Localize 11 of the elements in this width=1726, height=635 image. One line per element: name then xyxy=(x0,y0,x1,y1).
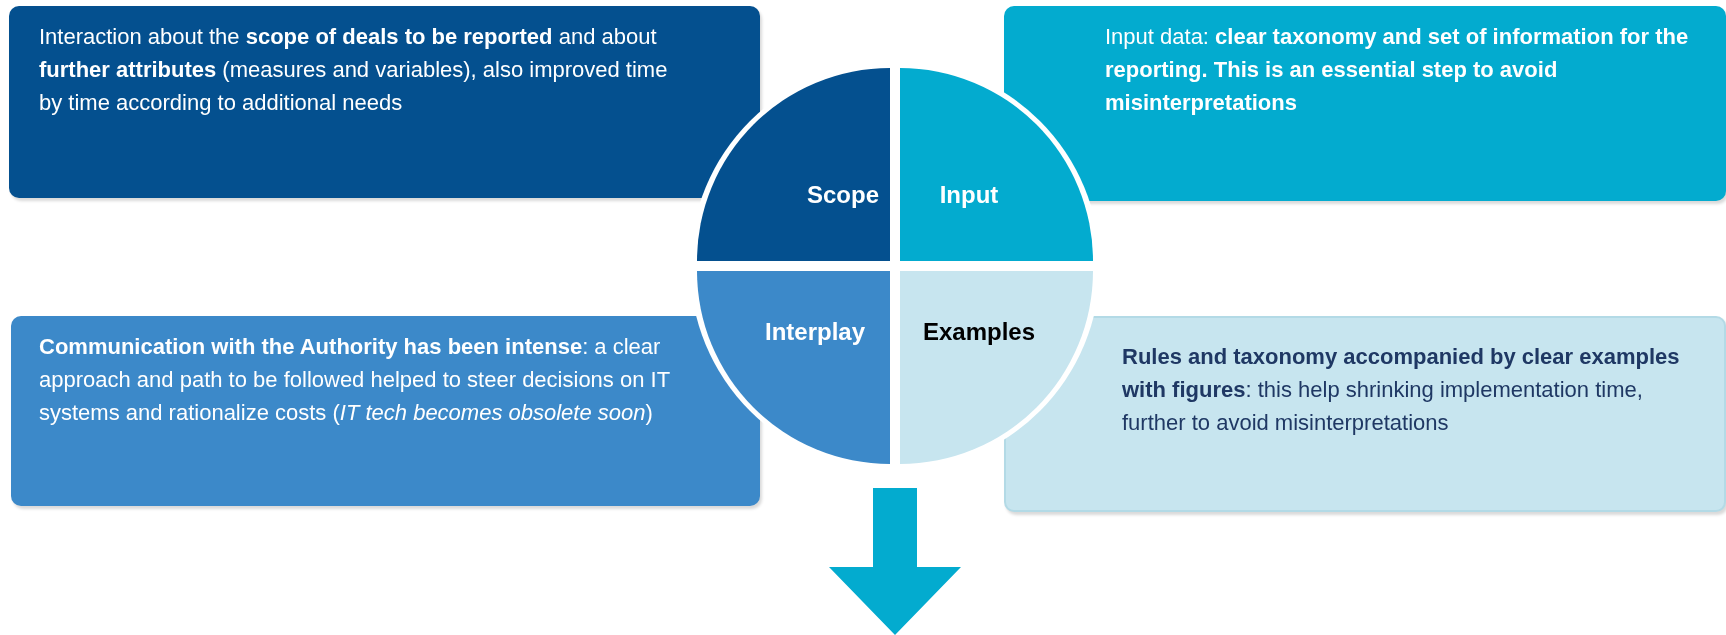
description-text: Interaction about the scope of deals to be reported and about further attributes (measures and variables), also improved time by time according to additional needs xyxy=(39,23,669,117)
description-text: Communication with the Authority has been intense: a clear approach and path to be followed helped to steer decisions on IT systems and rationalize costs (IT tech becomes obsolete soon) xyxy=(39,333,671,427)
interplay-description-card xyxy=(11,316,760,506)
quadrant-label: Input xyxy=(939,181,999,209)
scope-description-card xyxy=(9,6,760,198)
quadrant-label: Scope xyxy=(807,181,879,209)
description-text: Input data: clear taxonomy and set of information for the reporting. This is an essential step to avoid misinterpretations xyxy=(1105,23,1690,117)
quadrant-label: Interplay xyxy=(765,318,865,346)
quadrant-label: Examples xyxy=(922,318,1036,346)
description-text: Rules and taxonomy accompanied by clear examples with figures: this help shrinking implementation time, further to avoid misinterpretations xyxy=(1122,343,1681,437)
input-description-card xyxy=(1004,6,1726,201)
